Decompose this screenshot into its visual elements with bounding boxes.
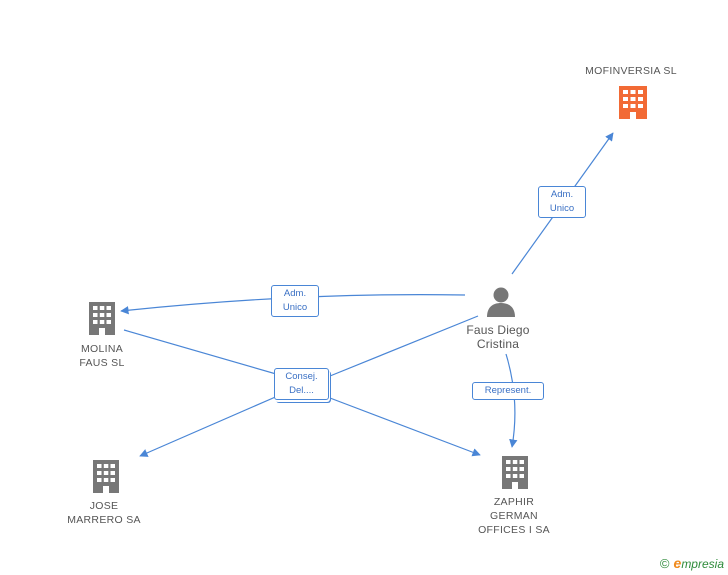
edge-consej-to-zaphir xyxy=(329,397,481,457)
brand-name: mpresia xyxy=(681,557,724,571)
edge-label-adm-unico-molina[interactable]: Adm. Unico xyxy=(271,285,319,317)
zaphir-label-line: GERMAN xyxy=(490,510,538,522)
jose-building-icon[interactable] xyxy=(93,460,119,493)
jose-label[interactable]: JOSE MARRERO SA xyxy=(52,499,156,527)
molina-building-icon[interactable] xyxy=(89,302,115,335)
faus-person-icon[interactable] xyxy=(487,287,515,318)
brand-initial: e xyxy=(673,555,682,571)
edge-label-consej-del[interactable]: Consej. Del.... xyxy=(274,368,329,400)
molina-label-line: FAUS SL xyxy=(79,357,125,369)
edge-label-line: Adm. xyxy=(550,189,574,200)
mofinversia-label-line: MOFINVERSIA SL xyxy=(585,65,677,77)
faus-label-line: Cristina xyxy=(476,337,520,351)
molina-label-line: MOLINA xyxy=(80,343,124,355)
jose-label-line: MARRERO SA xyxy=(67,514,141,526)
edge-label-line: Consej. xyxy=(285,371,318,382)
copyright-symbol: © xyxy=(659,556,670,571)
zaphir-label-line: ZAPHIR xyxy=(493,496,535,508)
edge-faus-to-zaphir xyxy=(505,353,518,448)
molina-label[interactable]: MOLINA FAUS SL xyxy=(52,342,152,370)
mofinversia-building-icon[interactable] xyxy=(617,86,649,119)
faus-label[interactable]: Faus Diego Cristina xyxy=(448,323,548,351)
jose-label-line: JOSE xyxy=(89,500,119,512)
edge-label-line: Unico xyxy=(282,302,308,313)
edge-molina-to-consej xyxy=(123,329,291,379)
edge-label-line: Del.... xyxy=(289,385,314,396)
zaphir-building-icon[interactable] xyxy=(502,456,528,489)
mofinversia-label[interactable]: MOFINVERSIA SL xyxy=(566,64,696,78)
edge-faus-to-consej xyxy=(329,315,479,377)
zaphir-label-line: OFFICES I SA xyxy=(478,524,550,536)
edge-label-represent[interactable]: Represent. xyxy=(472,382,544,400)
edge-label-line: Represent. xyxy=(484,385,532,396)
edge-label-line: Unico xyxy=(549,203,575,214)
brand-watermark: ©empresia xyxy=(660,555,724,571)
edge-consej-to-jose xyxy=(139,394,281,457)
zaphir-label[interactable]: ZAPHIR GERMAN OFFICES I SA xyxy=(463,495,565,537)
edge-label-adm-unico-mofinversia[interactable]: Adm. Unico xyxy=(538,186,586,218)
faus-label-line: Faus Diego xyxy=(466,323,530,337)
edge-label-line: Adm. xyxy=(283,288,307,299)
